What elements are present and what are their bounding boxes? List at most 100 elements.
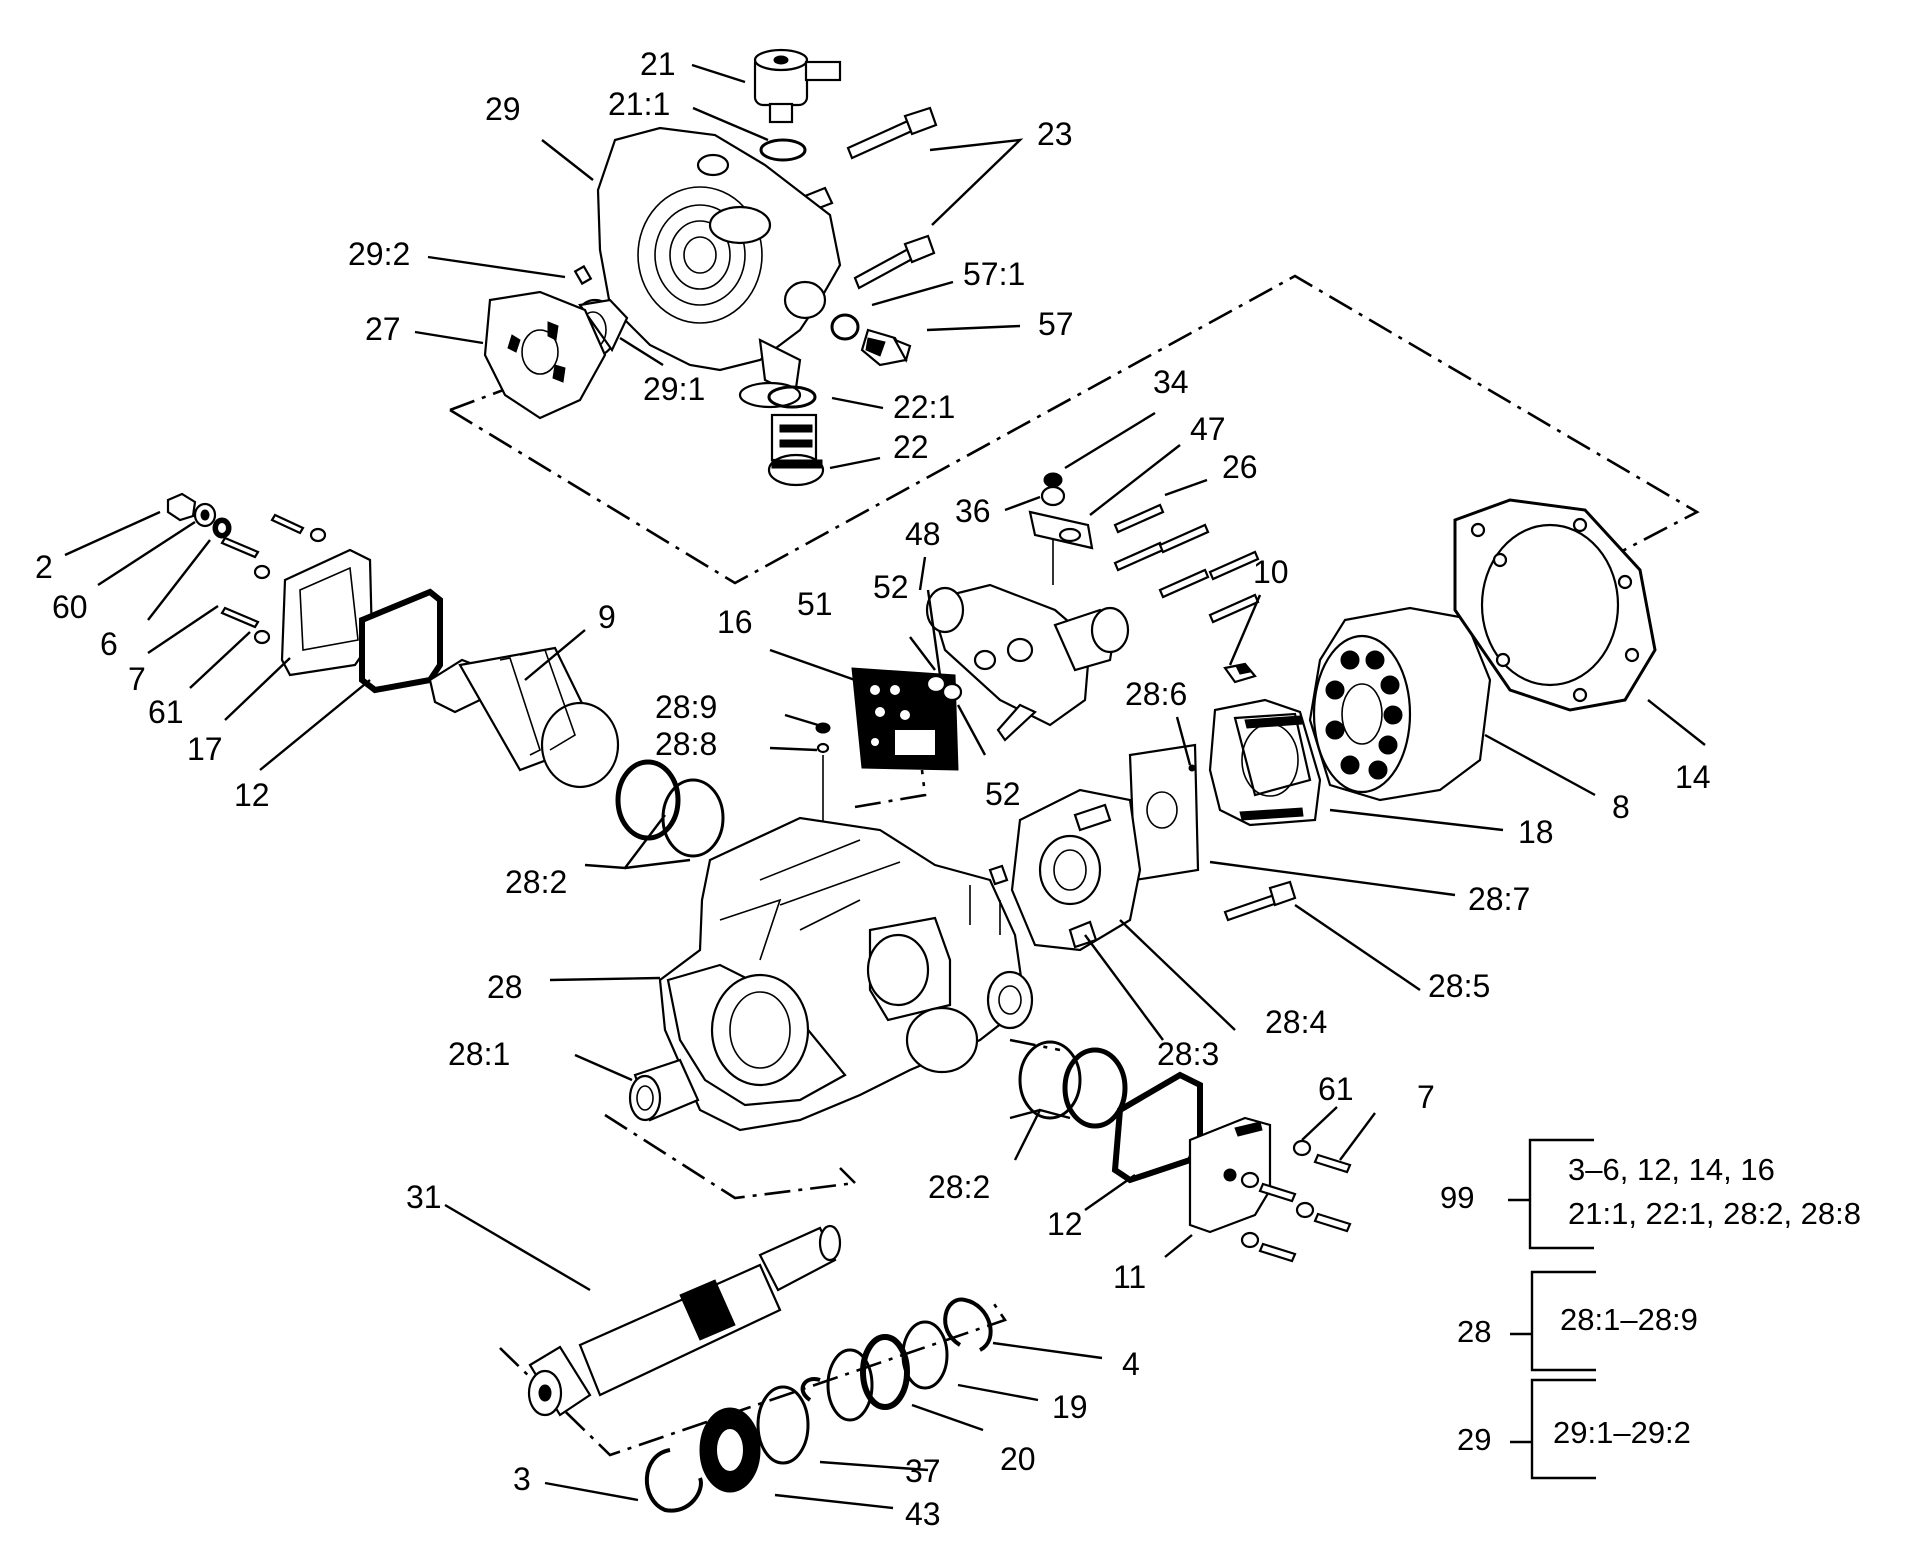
callout-14: 14 xyxy=(1675,759,1711,795)
callout-12-left: 12 xyxy=(234,777,270,813)
callout-28-8: 28:8 xyxy=(655,726,717,762)
callout-34: 34 xyxy=(1153,364,1189,400)
part-21-adjuster xyxy=(753,48,842,124)
legend-group-28: 28 28:1–28:9 xyxy=(1457,1270,1698,1372)
callout-36: 36 xyxy=(955,493,991,529)
part-51-52-seals xyxy=(925,674,963,702)
leader-lines xyxy=(64,63,1706,1510)
legend-99-line-1: 3–6, 12, 14, 16 xyxy=(1568,1152,1775,1187)
part-29-2-pin xyxy=(573,264,593,286)
callout-29-1: 29:1 xyxy=(643,371,705,407)
legend-29-label: 29 xyxy=(1457,1422,1491,1457)
callout-2: 2 xyxy=(35,549,53,585)
part-26-screws xyxy=(1113,503,1260,624)
callout-20: 20 xyxy=(1000,1441,1036,1477)
callout-29-2: 29:2 xyxy=(348,236,410,272)
callout-28-2-right: 28:2 xyxy=(928,1169,990,1205)
part-8-cylinder-block xyxy=(1308,606,1492,802)
part-61-7-screws-right xyxy=(1240,1139,1352,1263)
part-28-housing xyxy=(658,816,1034,1132)
part-22-1-oring xyxy=(767,385,817,409)
legend-group-99: 99 3–6, 12, 14, 16 21:1, 22:1, 28:2, 28:… xyxy=(1440,1138,1861,1250)
legend-28-label: 28 xyxy=(1457,1314,1491,1349)
callout-28: 28 xyxy=(487,969,523,1005)
part-28-1-bearing xyxy=(628,1058,700,1122)
part-17-endcap xyxy=(280,548,374,677)
legend-28-line-1: 28:1–28:9 xyxy=(1560,1302,1698,1337)
legend-99-label: 99 xyxy=(1440,1180,1474,1215)
part-10-key xyxy=(1223,662,1257,684)
part-31-shaft xyxy=(527,1224,842,1417)
callout-28-5: 28:5 xyxy=(1428,968,1490,1004)
callout-52-bottom: 52 xyxy=(985,776,1021,812)
legend-99-line-2: 21:1, 22:1, 28:2, 28:8 xyxy=(1568,1196,1861,1231)
callout-21-1: 21:1 xyxy=(608,86,670,122)
callout-28-4: 28:4 xyxy=(1265,1004,1327,1040)
callout-28-1: 28:1 xyxy=(448,1036,510,1072)
part-11-cover xyxy=(1188,1116,1272,1234)
callout-17: 17 xyxy=(187,731,223,767)
part-22-cartridge xyxy=(767,413,825,487)
part-4-snapring xyxy=(943,1297,993,1352)
callout-10: 10 xyxy=(1253,554,1289,590)
callout-57: 57 xyxy=(1038,306,1074,342)
part-47-36-34-bracket xyxy=(1028,472,1094,585)
kit-legend: 99 3–6, 12, 14, 16 21:1, 22:1, 28:2, 28:… xyxy=(1440,1138,1861,1480)
part-2-nut xyxy=(166,492,197,522)
part-12-gasket-left xyxy=(359,588,443,694)
callout-12-right: 12 xyxy=(1047,1206,1083,1242)
part-27-plate xyxy=(483,290,607,420)
part-28-2-orings-left xyxy=(615,759,725,858)
callout-3: 3 xyxy=(513,1461,531,1497)
callout-27: 27 xyxy=(365,311,401,347)
callout-11: 11 xyxy=(1113,1259,1146,1295)
callout-22: 22 xyxy=(893,429,929,465)
callout-48: 48 xyxy=(905,516,941,552)
part-7-screws-left xyxy=(220,513,327,645)
part-9-piston xyxy=(428,646,620,789)
callout-47: 47 xyxy=(1190,411,1226,447)
callout-26: 26 xyxy=(1222,449,1258,485)
part-18-swashplate xyxy=(1208,698,1322,827)
callout-22-1: 22:1 xyxy=(893,389,955,425)
callout-8: 8 xyxy=(1612,789,1630,825)
callout-43: 43 xyxy=(905,1496,941,1532)
callout-4: 4 xyxy=(1122,1346,1140,1382)
part-29-cover xyxy=(596,126,842,409)
callout-61-left: 61 xyxy=(148,694,184,730)
part-28-9-28-8-plug xyxy=(815,722,831,825)
callout-28-6: 28:6 xyxy=(1125,676,1187,712)
callout-37: 37 xyxy=(905,1453,941,1489)
part-12-gasket-right xyxy=(1111,1071,1203,1184)
callout-7-right: 7 xyxy=(1417,1079,1435,1115)
part-19-20-rings xyxy=(826,1320,949,1422)
callout-7-left: 7 xyxy=(128,661,146,697)
callout-51: 51 xyxy=(797,586,833,622)
callout-16: 16 xyxy=(717,604,753,640)
callout-28-2-left: 28:2 xyxy=(505,864,567,900)
callout-21: 21 xyxy=(640,46,676,82)
callout-57-1: 57:1 xyxy=(963,256,1025,292)
callout-61-right: 61 xyxy=(1318,1071,1354,1107)
part-3-snapring xyxy=(644,1448,703,1513)
callout-60: 60 xyxy=(52,589,88,625)
callout-28-3: 28:3 xyxy=(1157,1036,1219,1072)
callout-28-9: 28:9 xyxy=(655,689,717,725)
legend-29-line-1: 29:1–29:2 xyxy=(1553,1415,1691,1450)
part-28-2-orings-right xyxy=(1018,1040,1128,1129)
callout-6: 6 xyxy=(100,626,118,662)
part-48-control-block xyxy=(925,583,1130,742)
part-28-6-28-7-plate xyxy=(1128,743,1200,882)
callout-52-top: 52 xyxy=(873,569,909,605)
part-16-gasket-plate xyxy=(851,667,959,771)
callout-19: 19 xyxy=(1052,1389,1088,1425)
callout-29: 29 xyxy=(485,91,521,127)
part-6-seal xyxy=(212,517,232,539)
part-60-washer xyxy=(193,502,217,528)
part-28-3-28-5-pins xyxy=(988,864,1297,922)
callout-18: 18 xyxy=(1518,814,1554,850)
part-57-sensor xyxy=(860,328,912,367)
part-37-43-seals xyxy=(699,1377,821,1493)
callout-28-7: 28:7 xyxy=(1468,881,1530,917)
